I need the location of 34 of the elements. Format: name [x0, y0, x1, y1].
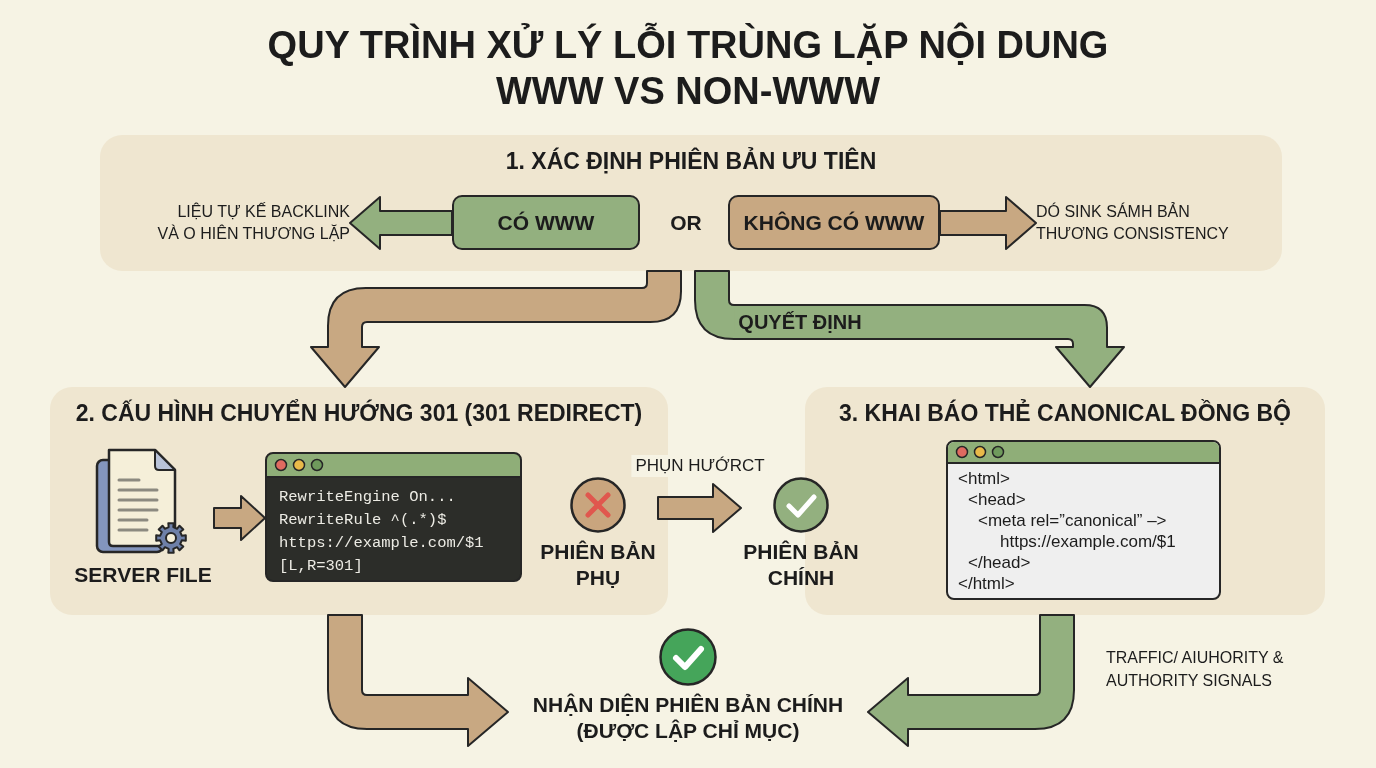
or-text: OR [670, 210, 702, 236]
note-text: TRAFFIC/ AIUHORITY & AUTHORITY SIGNALS [1106, 648, 1285, 691]
block-arrow [349, 196, 453, 250]
choice-box: KHÔNG CÓ WWW [728, 195, 940, 250]
section-heading: 2. CẤU HÌNH CHUYỂN HƯỚNG 301 (301 REDIRECT) [75, 399, 643, 427]
choice-box: CÓ WWW [452, 195, 640, 250]
file-label: SERVER FILE [74, 562, 212, 588]
code-line: https://example.com/$1 [1000, 531, 1176, 552]
block-arrow [327, 614, 509, 747]
code-line: </head> [968, 552, 1031, 573]
code-line: [L,R=301] [279, 556, 363, 577]
result-text: NHẬN DIỆN PHIÊN BẢN CHÍNH (ĐƯỢC LẬP CHỈ MỤC) [531, 692, 845, 744]
block-arrow [213, 495, 266, 541]
block-arrow [939, 196, 1037, 250]
terminal-window [265, 452, 522, 582]
block-arrow [867, 614, 1075, 747]
code-line: <html> [958, 468, 1010, 489]
diagram-title: QUY TRÌNH XỬ LÝ LỖI TRÙNG LẶP NỘI DUNG WWW VS NON-WWW [266, 22, 1110, 114]
section-heading: 1. XÁC ĐỊNH PHIÊN BẢN ƯU TIÊN [505, 147, 877, 175]
status-label: PHIÊN BẢN PHỤ [539, 539, 657, 591]
code-line: <head> [968, 489, 1026, 510]
code-line: https://example.com/$1 [279, 533, 484, 554]
browser-window [946, 440, 1221, 600]
note-text: DÓ SINK SÁMH BẢN THƯƠNG CONSISTENCY [1036, 201, 1251, 245]
code-line: RewriteEngine On... [279, 487, 456, 508]
code-line: </html> [958, 573, 1015, 594]
status-label: PHIÊN BẢN CHÍNH [742, 539, 860, 591]
code-line: <meta rel=”canonical” –> [978, 510, 1167, 531]
section-panel [100, 135, 1282, 271]
code-line: RewriteRule ^(.*)$ [279, 510, 447, 531]
note-text: LIỆU TỰ KẾ BACKLINK VÀ O HIÊN THƯƠNG LẶP [154, 201, 350, 245]
block-arrow [657, 483, 742, 533]
block-arrow [310, 270, 682, 388]
section-heading: 3. KHAI BÁO THẺ CANONICAL ĐỒNG BỘ [839, 399, 1291, 427]
